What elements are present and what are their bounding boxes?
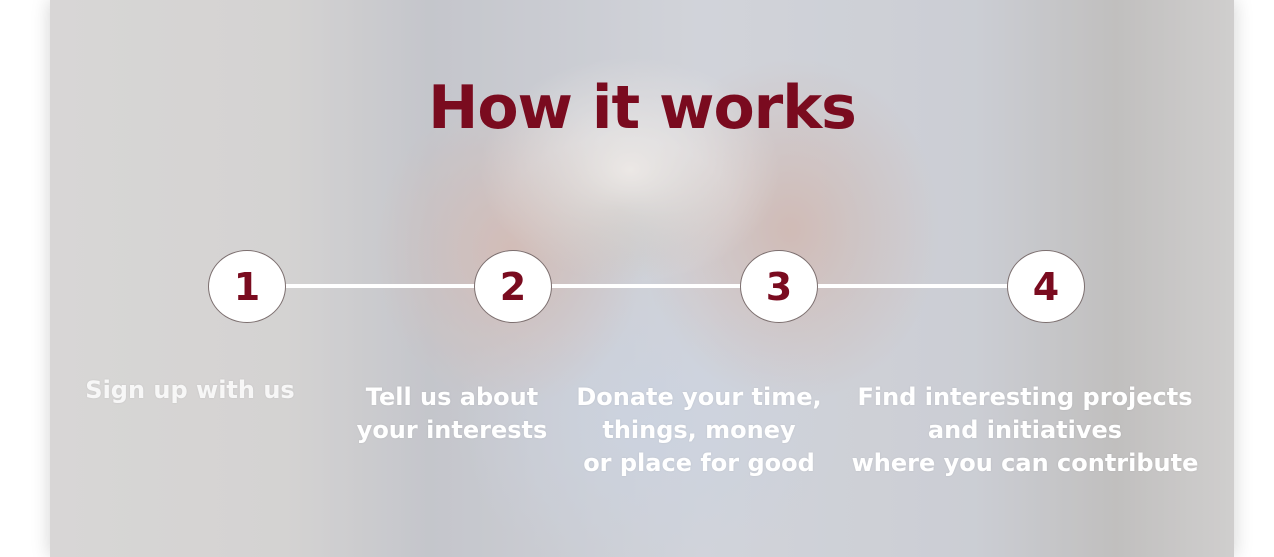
step-4-description: Find interesting projects and initiative…: [851, 383, 1199, 477]
step-1-description: Sign up with us: [85, 376, 295, 404]
section-title: How it works: [428, 73, 857, 143]
step-3-badge: 3: [740, 250, 818, 323]
steps-connector-line: [247, 284, 1047, 288]
step-4-badge: 4: [1007, 250, 1085, 323]
step-1-badge: 1: [208, 250, 286, 323]
how-it-works-section: How it works 1 2 3 4 Sign up with us Tel…: [50, 0, 1234, 557]
step-2-description: Tell us about your interests: [356, 383, 548, 444]
step-3-description: Donate your time, things, money or place…: [576, 383, 822, 477]
step-2-badge: 2: [474, 250, 552, 323]
